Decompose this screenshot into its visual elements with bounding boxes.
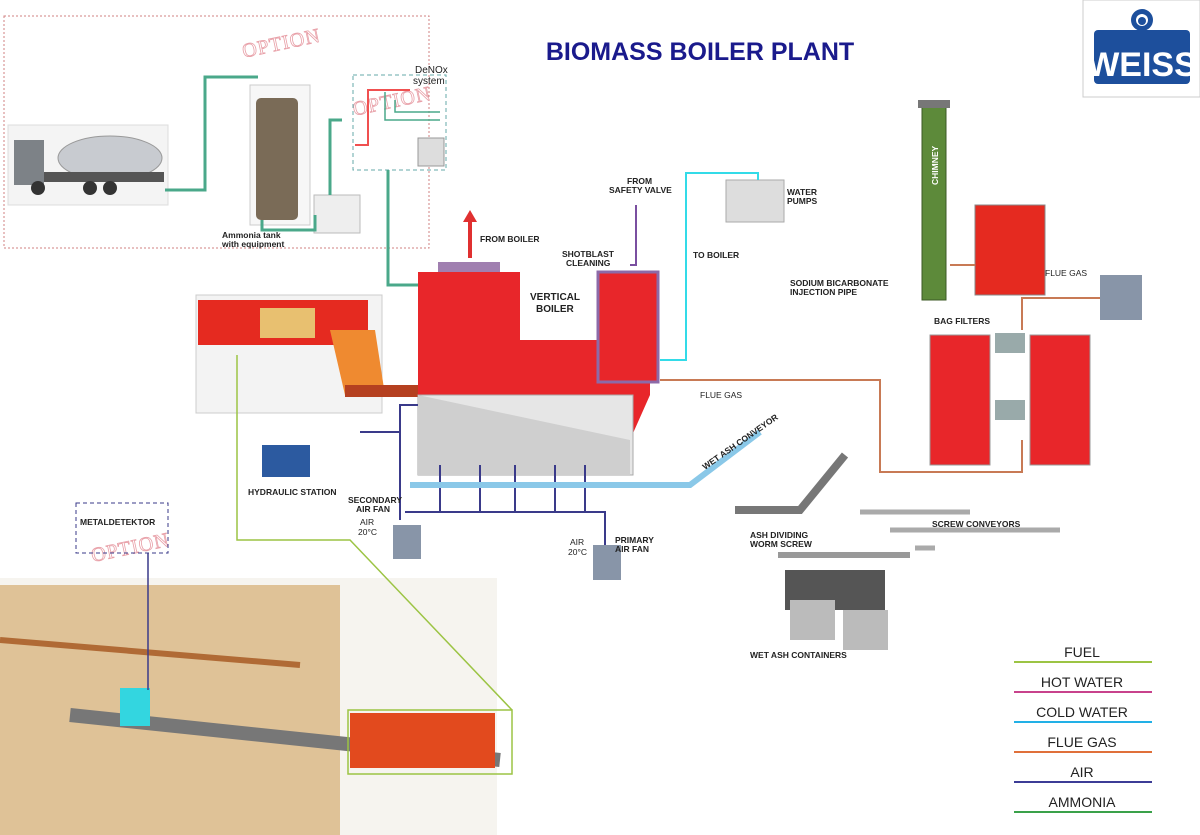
option-stamp: OPTION xyxy=(240,25,322,63)
option-area-ammonia xyxy=(3,15,430,249)
flue-gas-pipes xyxy=(660,264,1100,473)
svg-text:BAG FILTERS: BAG FILTERS xyxy=(934,316,990,326)
svg-text:FLUE GAS: FLUE GAS xyxy=(1045,268,1087,278)
screw-conveyors xyxy=(860,509,1060,551)
page-title: BIOMASS BOILER PLANT xyxy=(546,38,854,66)
denox-system xyxy=(352,74,447,171)
weiss-logo: WEISS xyxy=(1082,0,1200,98)
svg-text:AIR: AIR xyxy=(360,517,374,527)
svg-text:AIR FAN: AIR FAN xyxy=(356,504,390,514)
svg-text:FROM BOILER: FROM BOILER xyxy=(480,234,540,244)
svg-text:WET ASH CONTAINERS: WET ASH CONTAINERS xyxy=(750,650,847,660)
legend-label: AMMONIA xyxy=(1049,794,1117,810)
option-stamp: OPTION xyxy=(89,529,171,567)
svg-text:FLUE GAS: FLUE GAS xyxy=(700,390,742,400)
hydraulic-station xyxy=(262,445,310,477)
svg-text:SCREW CONVEYORS: SCREW CONVEYORS xyxy=(932,519,1021,529)
secondary-air-fan xyxy=(393,525,421,559)
svg-text:SHOTBLAST: SHOTBLAST xyxy=(562,249,615,259)
svg-text:SAFETY VALVE: SAFETY VALVE xyxy=(609,185,672,195)
ammonia-truck xyxy=(7,124,169,206)
wet-ash-conveyor xyxy=(410,429,762,488)
svg-text:METALDETEKTOR: METALDETEKTOR xyxy=(80,517,155,527)
wet-ash-container xyxy=(790,600,835,640)
chimney xyxy=(918,100,950,301)
wet-ash-container xyxy=(843,610,888,650)
sodium-silo xyxy=(974,204,1046,296)
svg-text:WATER: WATER xyxy=(787,187,817,197)
svg-text:PUMPS: PUMPS xyxy=(787,196,818,206)
svg-text:HYDRAULIC STATION: HYDRAULIC STATION xyxy=(248,487,336,497)
svg-text:20°C: 20°C xyxy=(358,527,377,537)
svg-text:WET ASH CONVEYOR: WET ASH CONVEYOR xyxy=(700,412,779,472)
svg-text:CLEANING: CLEANING xyxy=(566,258,611,268)
svg-text:system: system xyxy=(413,76,445,87)
option-stamp: OPTION xyxy=(351,83,433,121)
svg-text:DeNOx: DeNOx xyxy=(415,65,448,76)
svg-text:Ammonia tank: Ammonia tank xyxy=(222,230,281,240)
air-pipes xyxy=(360,404,606,545)
ash-elevator xyxy=(735,452,849,514)
fuel-storage-hall xyxy=(0,578,501,835)
water-pumps xyxy=(725,179,785,223)
svg-text:FROM: FROM xyxy=(627,176,652,186)
svg-text:WORM SCREW: WORM SCREW xyxy=(750,539,813,549)
fuel-feeder xyxy=(195,294,425,414)
fuel-highlight-box xyxy=(347,709,513,775)
svg-text:WEISS: WEISS xyxy=(1087,46,1197,84)
svg-text:CHIMNEY: CHIMNEY xyxy=(930,145,940,185)
legend-label: FLUE GAS xyxy=(1047,734,1116,750)
svg-text:INJECTION PIPE: INJECTION PIPE xyxy=(790,287,857,297)
legend-label: HOT WATER xyxy=(1041,674,1123,690)
cold-water-pipe xyxy=(660,172,759,361)
svg-text:SODIUM BICARBONATE: SODIUM BICARBONATE xyxy=(790,278,889,288)
legend-label: FUEL xyxy=(1064,644,1100,660)
svg-text:with equipment: with equipment xyxy=(221,239,285,249)
bag-filters xyxy=(929,333,1091,466)
svg-text:ASH DIVIDING: ASH DIVIDING xyxy=(750,530,808,540)
metaldetektor-option-box xyxy=(75,502,169,554)
svg-text:PRIMARY: PRIMARY xyxy=(615,535,654,545)
fuel-line xyxy=(236,355,513,711)
svg-text:20°C: 20°C xyxy=(568,547,587,557)
legend-label: COLD WATER xyxy=(1036,704,1128,720)
ammonia-pump xyxy=(313,194,361,234)
exhaust-fan xyxy=(1100,275,1142,320)
svg-text:TO BOILER: TO BOILER xyxy=(693,250,739,260)
svg-text:SECONDARY: SECONDARY xyxy=(348,495,402,505)
legend: FUEL HOT WATER COLD WATER FLUE GAS AIR AMMONI… xyxy=(1014,644,1152,813)
vertical-boiler xyxy=(417,262,660,476)
svg-text:AIR FAN: AIR FAN xyxy=(615,544,649,554)
svg-text:AIR: AIR xyxy=(570,537,584,547)
ammonia-tank xyxy=(249,84,311,226)
legend-label: AIR xyxy=(1070,764,1093,780)
svg-text:VERTICAL: VERTICAL xyxy=(530,292,580,303)
ammonia-pipes xyxy=(165,75,420,287)
safety-valve-pipe xyxy=(630,205,637,266)
svg-text:BOILER: BOILER xyxy=(536,304,575,315)
primary-air-fan xyxy=(593,545,621,580)
